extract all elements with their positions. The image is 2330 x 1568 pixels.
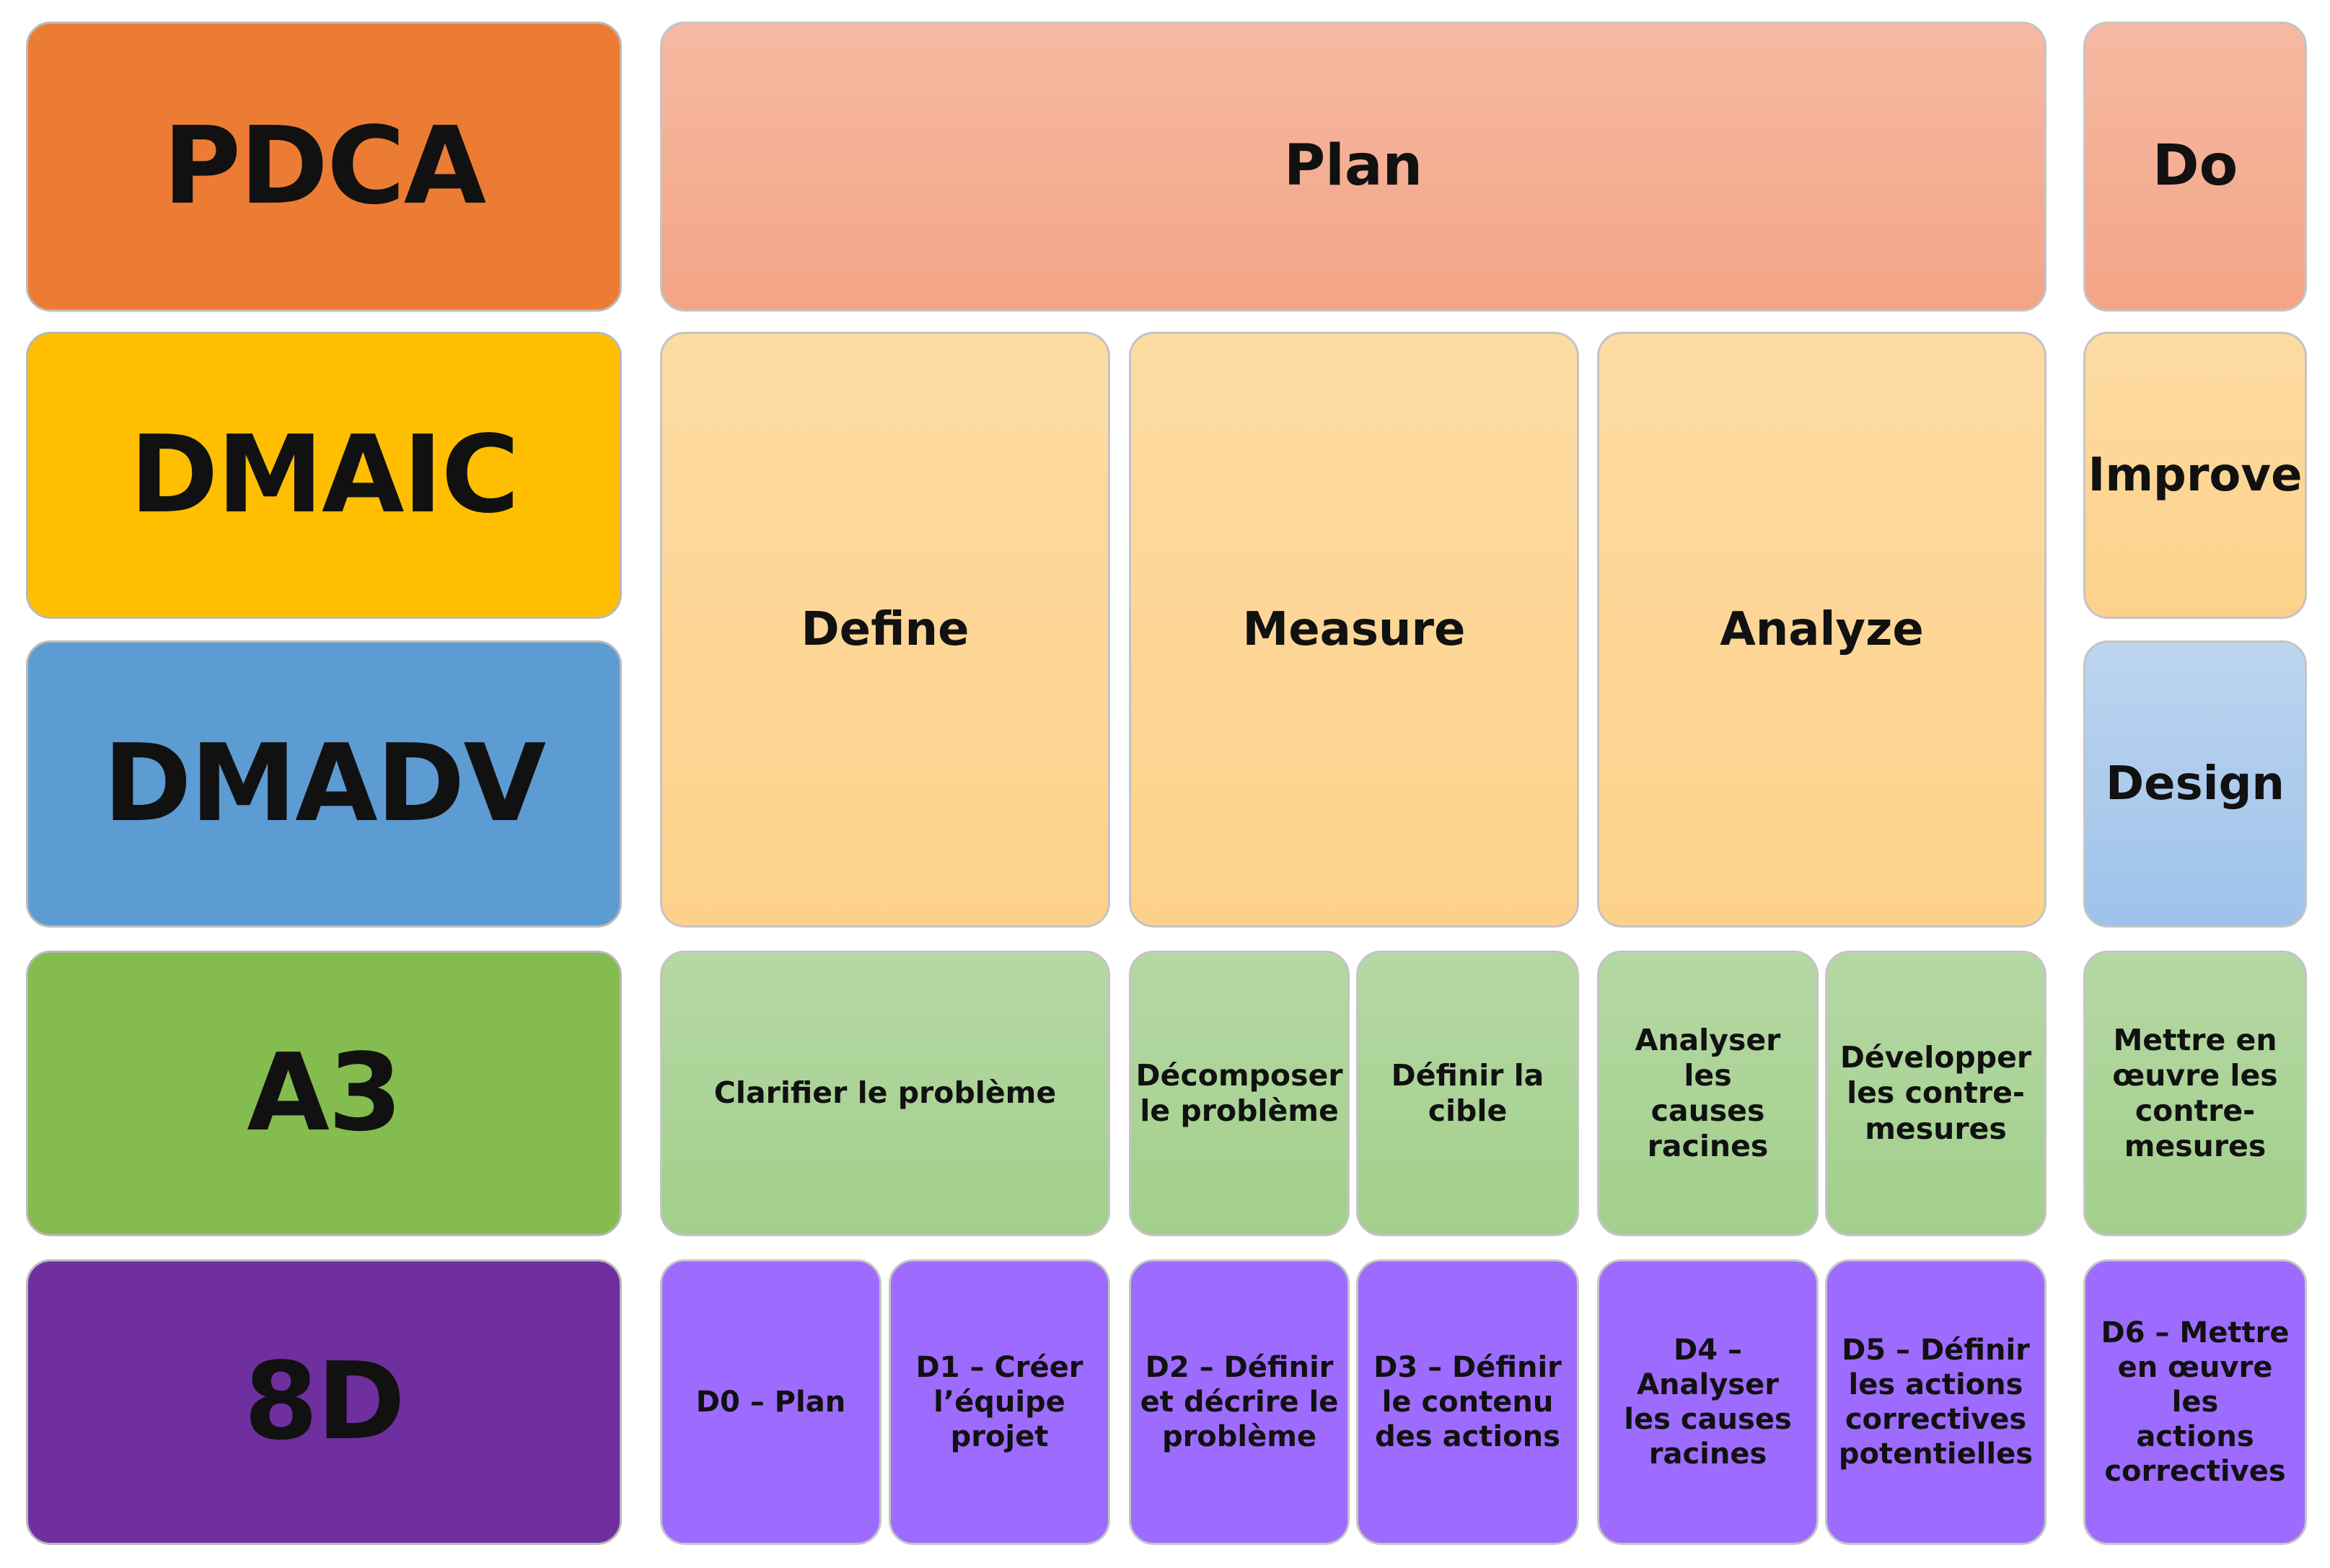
8d-step: D3 – Définir le contenu des actions	[1356, 1259, 1579, 1545]
method-8d-label: 8D	[244, 1339, 405, 1464]
8d-step: D1 – Créer l’équipe projet	[889, 1259, 1110, 1545]
method-dmaic-label: DMAIC	[129, 413, 519, 537]
pdca-step-plan: Plan	[660, 22, 2047, 312]
a3-step: Mettre en œuvre les contre- mesures	[2083, 951, 2307, 1236]
8d-step: D2 – Définir et décrire le problème	[1129, 1259, 1350, 1545]
8d-step-label: D6 – Mettre en œuvre les actions correct…	[2101, 1316, 2290, 1488]
8d-step: D5 – Définir les actions correctives pot…	[1825, 1259, 2047, 1545]
a3-step-label: Définir la cible	[1391, 1057, 1544, 1128]
8d-step: D0 – Plan	[660, 1259, 882, 1545]
pdca-step-plan-label: Plan	[1283, 133, 1423, 199]
8d-step-label: D2 – Définir et décrire le problème	[1140, 1351, 1339, 1453]
8d-step: D6 – Mettre en œuvre les actions correct…	[2083, 1259, 2307, 1545]
a3-step: Clarifier le problème	[660, 951, 1110, 1236]
pdca-step-do: Do	[2083, 22, 2307, 312]
a3-step-label: Mettre en œuvre les contre- mesures	[2112, 1022, 2278, 1164]
method-pdca-label: PDCA	[162, 104, 486, 229]
method-dmadv-label: DMADV	[102, 721, 546, 846]
a3-step: Définir la cible	[1356, 951, 1579, 1236]
dmaic-step-measure: Measure	[1129, 332, 1579, 928]
a3-step-label: Clarifier le problème	[713, 1075, 1057, 1111]
dmaic-step-define: Define	[660, 332, 1110, 928]
8d-step-label: D4 – Analyser les causes racines	[1624, 1334, 1792, 1471]
dmaic-step-improve-label: Improve	[2088, 448, 2303, 502]
dmaic-step-measure-label: Measure	[1242, 602, 1466, 656]
dmadv-step-design: Design	[2083, 640, 2307, 928]
dmaic-step-analyze: Analyze	[1597, 332, 2047, 928]
a3-step-label: Analyser les causes racines	[1635, 1022, 1781, 1164]
pdca-step-do-label: Do	[2152, 133, 2238, 199]
a3-step: Analyser les causes racines	[1597, 951, 1819, 1236]
8d-step: D4 – Analyser les causes racines	[1597, 1259, 1819, 1545]
a3-step: Décomposer le problème	[1129, 951, 1350, 1236]
8d-step-label: D5 – Définir les actions correctives pot…	[1838, 1334, 2034, 1471]
a3-step: Développer les contre- mesures	[1825, 951, 2047, 1236]
method-pdca: PDCA	[26, 22, 622, 312]
method-a3-label: A3	[247, 1031, 403, 1155]
dmaic-step-analyze-label: Analyze	[1720, 602, 1924, 656]
dmaic-step-define-label: Define	[801, 602, 970, 656]
dmadv-step-design-label: Design	[2106, 757, 2285, 811]
8d-step-label: D0 – Plan	[695, 1386, 846, 1419]
a3-step-label: Décomposer le problème	[1135, 1057, 1343, 1128]
8d-step-label: D1 – Créer l’équipe projet	[915, 1351, 1083, 1453]
dmaic-step-improve: Improve	[2083, 332, 2307, 619]
method-dmadv: DMADV	[26, 640, 622, 928]
method-dmaic: DMAIC	[26, 332, 622, 619]
method-8d: 8D	[26, 1259, 622, 1545]
8d-step-label: D3 – Définir le contenu des actions	[1373, 1351, 1562, 1453]
method-a3: A3	[26, 951, 622, 1236]
a3-step-label: Développer les contre- mesures	[1839, 1040, 2032, 1146]
